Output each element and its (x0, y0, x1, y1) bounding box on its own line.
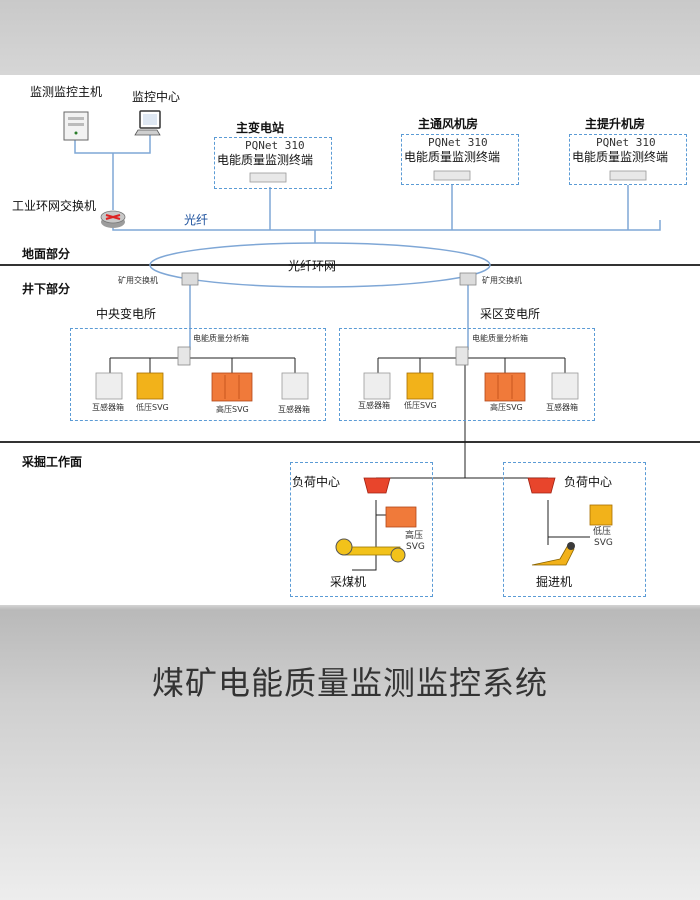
substation-bus-lines (109, 357, 590, 571)
workface-right-svg-line1: 低压 (593, 527, 612, 537)
central-substation-box (70, 328, 326, 421)
section-label-underground: 井下部分 (22, 282, 71, 296)
mining-device-label-2: 低压SVG (404, 401, 437, 410)
station-name-main-substation: 主变电站 (236, 121, 285, 135)
mine-switch-icons (181, 272, 477, 286)
workface-device-icons (335, 477, 613, 566)
workface-right-box (503, 462, 646, 597)
station-model: PQNet 310 (428, 136, 488, 149)
fiber-ring-ellipse (149, 242, 491, 288)
workface-left-svg-line1: 高压 (405, 531, 424, 541)
ring-switch-label: 工业环网交换机 (12, 199, 97, 213)
fiber-label: 光纤 (184, 213, 209, 227)
section-label-ground: 地面部分 (22, 247, 71, 261)
mining-device-label-3: 高压SVG (490, 403, 523, 412)
section-label-workface: 采掘工作面 (22, 455, 83, 469)
workface-left-load-center: 负荷中心 (292, 475, 341, 489)
workface-right-svg-line2: SVG (594, 538, 613, 548)
central-device-label-4: 互感器箱 (278, 405, 310, 414)
station-model: PQNet 310 (596, 136, 656, 149)
roadheader-icon (531, 542, 575, 566)
station-device: 电能质量监测终端 (404, 150, 501, 164)
workface-left-svg-line2: SVG (406, 542, 425, 552)
central-device-label-2: 低压SVG (136, 403, 169, 412)
mining-device-label-4: 互感器箱 (546, 403, 578, 412)
station-name-main-hoist: 主提升机房 (585, 117, 646, 131)
central-device-label-1: 互感器箱 (92, 403, 124, 412)
pc-tower-icon (63, 111, 89, 141)
shearer-icon (335, 538, 406, 563)
station-box-main-hoist: PQNet 310 电能质量监测终端 (569, 134, 687, 185)
station-box-main-substation: PQNet 310 电能质量监测终端 (214, 137, 332, 189)
workface-right-machine: 掘进机 (536, 575, 573, 589)
fiber-ring-label: 光纤环网 (288, 259, 337, 273)
station-box-main-ventilation: PQNet 310 电能质量监测终端 (401, 134, 519, 185)
router-icon (100, 210, 126, 228)
mining-analyzer-label: 电能质量分析箱 (472, 334, 528, 343)
underground-links (189, 283, 469, 350)
system-diagram: 地面部分 井下部分 采掘工作面 监测监控主机 监控中心 工业环网交换机 光纤 光… (0, 75, 700, 605)
central-substation-device-icons (95, 372, 309, 402)
page-title: 煤矿电能质量监测监控系统 (151, 664, 548, 702)
central-device-label-3: 高压SVG (216, 405, 249, 414)
monitor-icon (134, 110, 161, 136)
station-device: 电能质量监测终端 (572, 150, 669, 164)
analyzer-box-icons (177, 346, 469, 366)
monitor-host-label: 监测监控主机 (30, 85, 103, 99)
station-device: 电能质量监测终端 (217, 153, 314, 167)
central-substation-name: 中央变电所 (96, 307, 157, 321)
workface-left-box (290, 462, 433, 597)
station-name-main-ventilation: 主通风机房 (418, 117, 479, 131)
workface-right-load-center: 负荷中心 (564, 475, 613, 489)
central-analyzer-label: 电能质量分析箱 (193, 334, 249, 343)
mining-substation-name: 采区变电所 (480, 307, 541, 321)
workface-left-machine: 采煤机 (330, 575, 367, 589)
station-model: PQNet 310 (245, 139, 305, 152)
mine-switch-right-label: 矿用交换机 (482, 276, 522, 285)
diagram-graphics (0, 110, 700, 571)
mining-substation-box (339, 328, 595, 421)
mining-device-label-1: 互感器箱 (358, 401, 390, 410)
mine-switch-left-label: 矿用交换机 (118, 276, 158, 285)
mining-substation-device-icons (363, 372, 579, 402)
monitor-center-label: 监控中心 (132, 90, 181, 104)
terminal-device-icons (249, 170, 647, 183)
